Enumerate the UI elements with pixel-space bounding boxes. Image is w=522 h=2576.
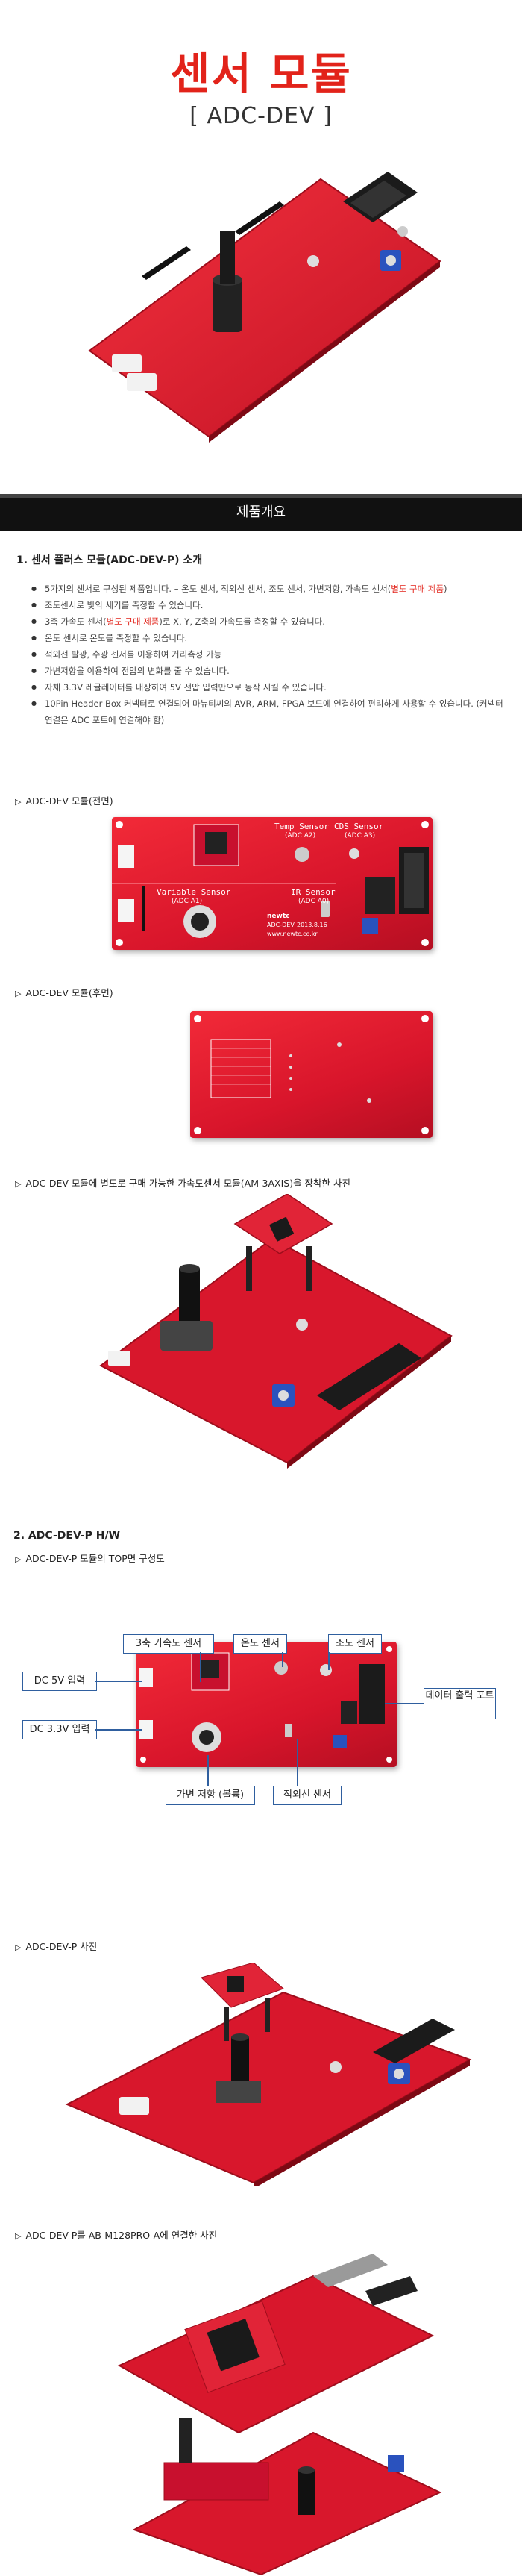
feature-item: 가변저항을 이용하여 전압의 변화를 줄 수 있습니다.: [30, 663, 507, 679]
cds-adc-label: (ADC A3): [345, 832, 376, 840]
callout-accel: 3축 가속도 센서: [123, 1634, 214, 1654]
caption-front-text: ADC-DEV 모듈(전면): [25, 795, 113, 807]
feature-highlight: 별도 구매 제품: [391, 584, 444, 594]
caption-back: ▷ADC-DEV 모듈(후면): [15, 985, 113, 999]
feature-text-tail: )로 X, Y, Z축의 가속도를 측정할 수 있습니다.: [159, 616, 325, 627]
feature-list: 5가지의 센서로 구성된 제품입니다. – 온도 센서, 적외선 센서, 조도 …: [30, 581, 507, 728]
section-1-heading: 1. 센서 플러스 모듈(ADC-DEV-P) 소개: [16, 554, 203, 566]
leader-line: [297, 1739, 298, 1786]
triangle-icon: ▷: [15, 2231, 22, 2241]
feature-text: 5가지의 센서로 구성된 제품입니다. – 온도 센서, 적외선 센서, 조도 …: [45, 584, 392, 594]
feature-highlight: 별도 구매 제품: [106, 616, 160, 627]
year-label: 2013.8.16: [297, 922, 327, 928]
leader-line: [328, 1652, 330, 1670]
feature-text: 적외선 발광, 수광 센서를 이용하여 거리측정 가능: [45, 649, 222, 660]
caption-front: ▷ADC-DEV 모듈(전면): [15, 793, 113, 807]
adc-dev-p-photo: [65, 1963, 472, 2186]
diagram-board: [136, 1642, 397, 1767]
variable-sensor-label: Variable Sensor: [157, 887, 231, 897]
caption-connected-text: ADC-DEV-P를 AB-M128PRO-A에 연결한 사진: [25, 2230, 218, 2241]
url-label: www.newtc.co.kr: [267, 931, 318, 937]
callout-data-out: 데이터 출력 포트: [424, 1688, 496, 1719]
page-subtitle: [ ADC-DEV ]: [189, 103, 333, 129]
temp-adc-label: (ADC A2): [285, 832, 316, 840]
caption-accel-text: ADC-DEV 모듈에 별도로 구매 가능한 가속도센서 모듈(AM-3AXIS…: [25, 1178, 351, 1189]
brand-label: newtc: [267, 913, 290, 920]
feature-text: 가변저항을 이용하여 전압의 변화를 줄 수 있습니다.: [45, 666, 230, 676]
feature-text: 온도 센서로 온도를 측정할 수 있습니다.: [45, 633, 188, 643]
caption-top-view: ▷ADC-DEV-P 모듈의 TOP면 구성도: [15, 1551, 165, 1565]
callout-pot: 가변 저항 (볼륨): [166, 1786, 255, 1805]
back-board-photo: [190, 1011, 433, 1138]
triangle-icon: ▷: [15, 797, 22, 807]
leader-line: [207, 1755, 209, 1786]
feature-item: 적외선 발광, 수광 센서를 이용하여 거리측정 가능: [30, 646, 507, 663]
feature-text: 조도센서로 빛의 세기를 측정할 수 있습니다.: [45, 600, 204, 610]
callout-dc5: DC 5V 입력: [22, 1672, 97, 1691]
model-label: ADC-DEV: [267, 922, 295, 928]
ir-adc-label: (ADC A0): [298, 898, 330, 905]
feature-text-tail: ): [444, 584, 447, 594]
callout-dc33: DC 3.3V 입력: [22, 1720, 97, 1739]
callout-light: 조도 센서: [328, 1634, 382, 1654]
caption-top-view-text: ADC-DEV-P 모듈의 TOP면 구성도: [25, 1553, 165, 1564]
triangle-icon: ▷: [15, 1554, 22, 1564]
leader-line: [95, 1681, 142, 1682]
section-2-heading: 2. ADC-DEV-P H/W: [13, 1530, 121, 1542]
feature-text: 3축 가속도 센서(: [45, 616, 107, 627]
callout-ir: 적외선 센서: [273, 1786, 342, 1805]
triangle-icon: ▷: [15, 1179, 22, 1189]
leader-line: [385, 1703, 424, 1704]
caption-back-text: ADC-DEV 모듈(후면): [25, 987, 113, 998]
feature-text: 자체 3.3V 레귤레이터를 내장하여 5V 전압 입력만으로 동작 시킬 수 …: [45, 682, 327, 693]
feature-item: 자체 3.3V 레귤레이터를 내장하여 5V 전압 입력만으로 동작 시킬 수 …: [30, 679, 507, 695]
accel-mounted-photo: [99, 1194, 453, 1469]
caption-photo: ▷ADC-DEV-P 사진: [15, 1939, 97, 1953]
hero-board-photo: [88, 172, 441, 443]
temp-sensor-label: Temp Sensor: [274, 822, 329, 831]
feature-item: 10Pin Header Box 커넥터로 연결되어 마뉴티씨의 AVR, AR…: [30, 695, 507, 728]
leader-line: [95, 1729, 142, 1731]
page-title: 센서 모듈: [170, 49, 352, 99]
feature-item: 조도센서로 빛의 세기를 측정할 수 있습니다.: [30, 597, 507, 613]
banner-label: 제품개요: [236, 504, 286, 520]
caption-accel: ▷ADC-DEV 모듈에 별도로 구매 가능한 가속도센서 모듈(AM-3AXI…: [15, 1175, 350, 1189]
feature-item: 5가지의 센서로 구성된 제품입니다. – 온도 센서, 적외선 센서, 조도 …: [30, 581, 507, 597]
cds-sensor-label: CDS Sensor: [334, 822, 384, 831]
feature-item: 3축 가속도 센서(별도 구매 제품)로 X, Y, Z축의 가속도를 측정할 …: [30, 613, 507, 630]
leader-line: [282, 1652, 283, 1667]
front-board-photo: Temp Sensor (ADC A2) CDS Sensor (ADC A3)…: [112, 817, 433, 950]
ir-sensor-label: IR Sensor: [291, 887, 336, 897]
feature-item: 온도 센서로 온도를 측정할 수 있습니다.: [30, 630, 507, 646]
caption-connected: ▷ADC-DEV-P를 AB-M128PRO-A에 연결한 사진: [15, 2228, 217, 2242]
triangle-icon: ▷: [15, 1942, 22, 1952]
caption-photo-text: ADC-DEV-P 사진: [25, 1941, 98, 1952]
leader-line: [200, 1652, 201, 1682]
callout-temp: 온도 센서: [233, 1634, 287, 1654]
triangle-icon: ▷: [15, 989, 22, 998]
variable-adc-label: (ADC A1): [172, 898, 203, 905]
feature-text: 10Pin Header Box 커넥터로 연결되어 마뉴티씨의 AVR, AR…: [45, 698, 503, 725]
section-banner: 제품개요: [0, 494, 522, 531]
connected-photo: [117, 2254, 442, 2575]
